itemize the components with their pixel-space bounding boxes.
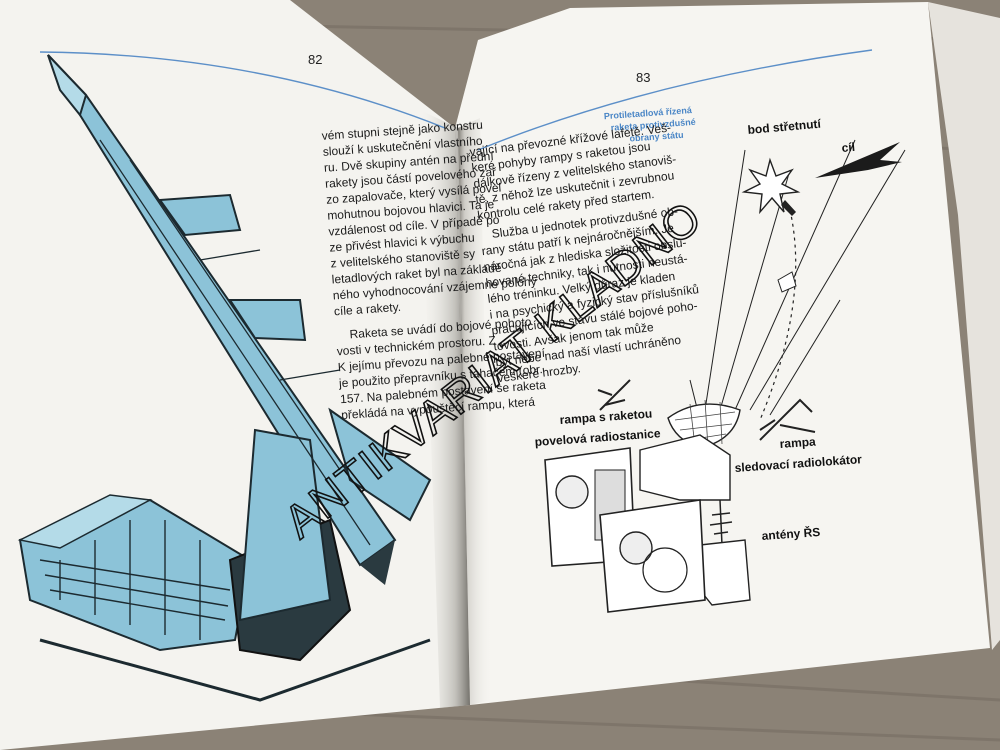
target-aircraft: [815, 142, 902, 178]
missile-nose: [47, 54, 88, 118]
operator-head: [619, 531, 653, 565]
operator-cabin: [599, 499, 706, 613]
operator-head: [555, 475, 589, 509]
trailer-top: [17, 494, 153, 549]
launch-ramp-right: [759, 398, 816, 441]
label-intercept-point: bod střetnutí: [747, 117, 822, 137]
explosion-star: [741, 157, 801, 215]
launch-ramp-small: [597, 379, 631, 411]
label-rs-antennas: antény ŘS: [761, 524, 821, 543]
radar-cabin: [639, 434, 731, 501]
label-target: cíl: [841, 140, 856, 155]
left-page-rule: [39, 51, 446, 129]
interception-diagram: [544, 139, 906, 613]
missile-fin-front: [158, 193, 242, 237]
left-page-number: 82: [308, 52, 322, 67]
label-ramp: rampa: [779, 434, 816, 451]
missile-fin-mid: [228, 299, 307, 342]
gutter-shadow-left: [420, 110, 470, 708]
right-page-rule: [477, 49, 873, 151]
missile-illustration: [17, 54, 432, 702]
missile-fin-rear-right: [328, 407, 432, 522]
page-stack-edge: [928, 2, 1000, 650]
booster-nozzle: [360, 540, 395, 585]
antenna-cabin: [699, 539, 751, 606]
side-note-line: obrany státu: [629, 130, 684, 144]
rs-antennas: [709, 499, 733, 546]
booster-stage: [777, 271, 797, 293]
label-launch-ramp-with-missile: rampa s raketou: [559, 407, 652, 427]
gutter-shadow-right: [458, 118, 492, 705]
right-page-text: vající na převozné křížové lafetě. Veš- …: [469, 120, 700, 385]
missile-fin-rear-left: [238, 428, 332, 622]
left-text-line: cíle a rakety.: [334, 300, 402, 319]
guided-missile: [781, 200, 796, 216]
right-page-number: 83: [636, 70, 650, 85]
